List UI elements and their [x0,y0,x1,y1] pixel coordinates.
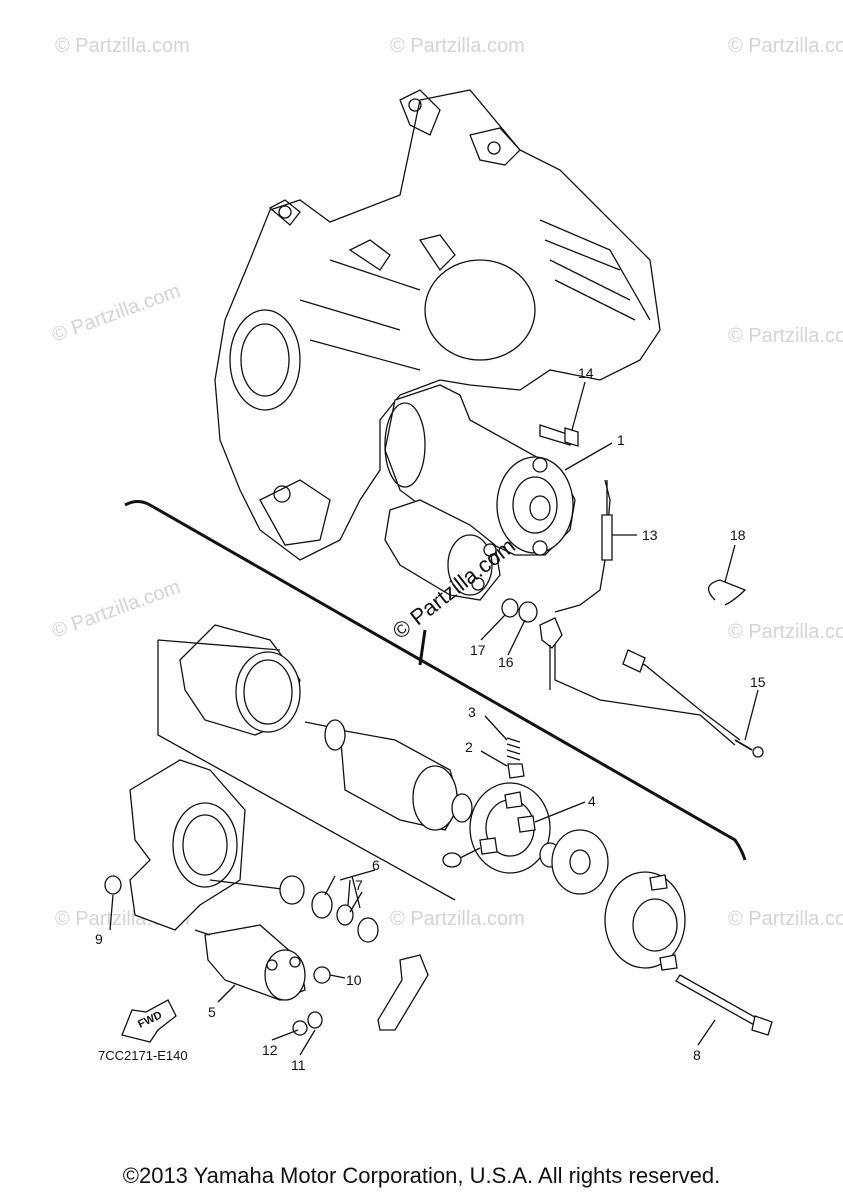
assembly-bracket [124,500,747,861]
lead-13 [554,479,613,613]
callout-14: 14 [578,365,594,381]
spring-3 [506,737,521,761]
callout-12: 12 [262,1042,278,1058]
callout-1: 1 [617,432,625,448]
watermark: © Partzilla.com [728,908,843,930]
callout-7: 7 [355,877,363,893]
bolt-8 [675,974,773,1036]
callout-3: 3 [468,704,476,720]
leader-lines [109,381,759,1056]
bolt-14 [539,424,579,447]
watermark: © Partzilla.com [390,908,525,930]
solenoid-5 [194,924,331,1036]
end-cover [604,871,686,971]
fwd-arrow-icon: FWD [121,999,177,1043]
callout-17: 17 [470,642,486,658]
copyright-notice: ©2013 Yamaha Motor Corporation, U.S.A. A… [122,1163,721,1188]
shift-lever [377,954,429,1031]
watermark: © Partzilla.com [728,621,843,643]
pinion-parts [279,875,379,943]
yoke [157,624,456,901]
watermark: © Partzilla.com [49,576,183,643]
callout-6: 6 [372,857,380,873]
diagram-code: 7CC2171-E140 [98,1048,188,1063]
watermark: © Partzilla.com [728,325,843,347]
armature [304,719,473,831]
callout-2: 2 [465,739,473,755]
starter-motor-assembly [384,384,576,601]
washer [539,829,609,895]
crankcase-drawing [214,89,661,561]
callout-15: 15 [750,674,766,690]
callout-18: 18 [730,527,746,543]
callout-13: 13 [642,527,658,543]
callout-9: 9 [95,931,103,947]
watermark: © Partzilla.com [390,35,525,57]
callout-labels: 1 14 13 18 15 17 16 3 2 4 6 7 9 10 5 12 … [95,365,766,1073]
drive-housing [104,759,291,931]
brush-holder-4 [442,782,551,874]
callout-10: 10 [346,972,362,988]
watermark: © Partzilla.com [728,35,843,57]
cable-15 [554,640,764,758]
callout-8: 8 [693,1047,701,1063]
watermark: © Partzilla.com [49,280,183,347]
callout-16: 16 [498,654,514,670]
nut-16-17 [501,598,563,690]
block-2 [507,763,525,779]
callout-11: 11 [291,1057,306,1073]
watermark: © Partzilla.com [55,35,190,57]
clip-18 [708,579,747,606]
callout-4: 4 [588,793,596,809]
callout-5: 5 [208,1004,216,1020]
